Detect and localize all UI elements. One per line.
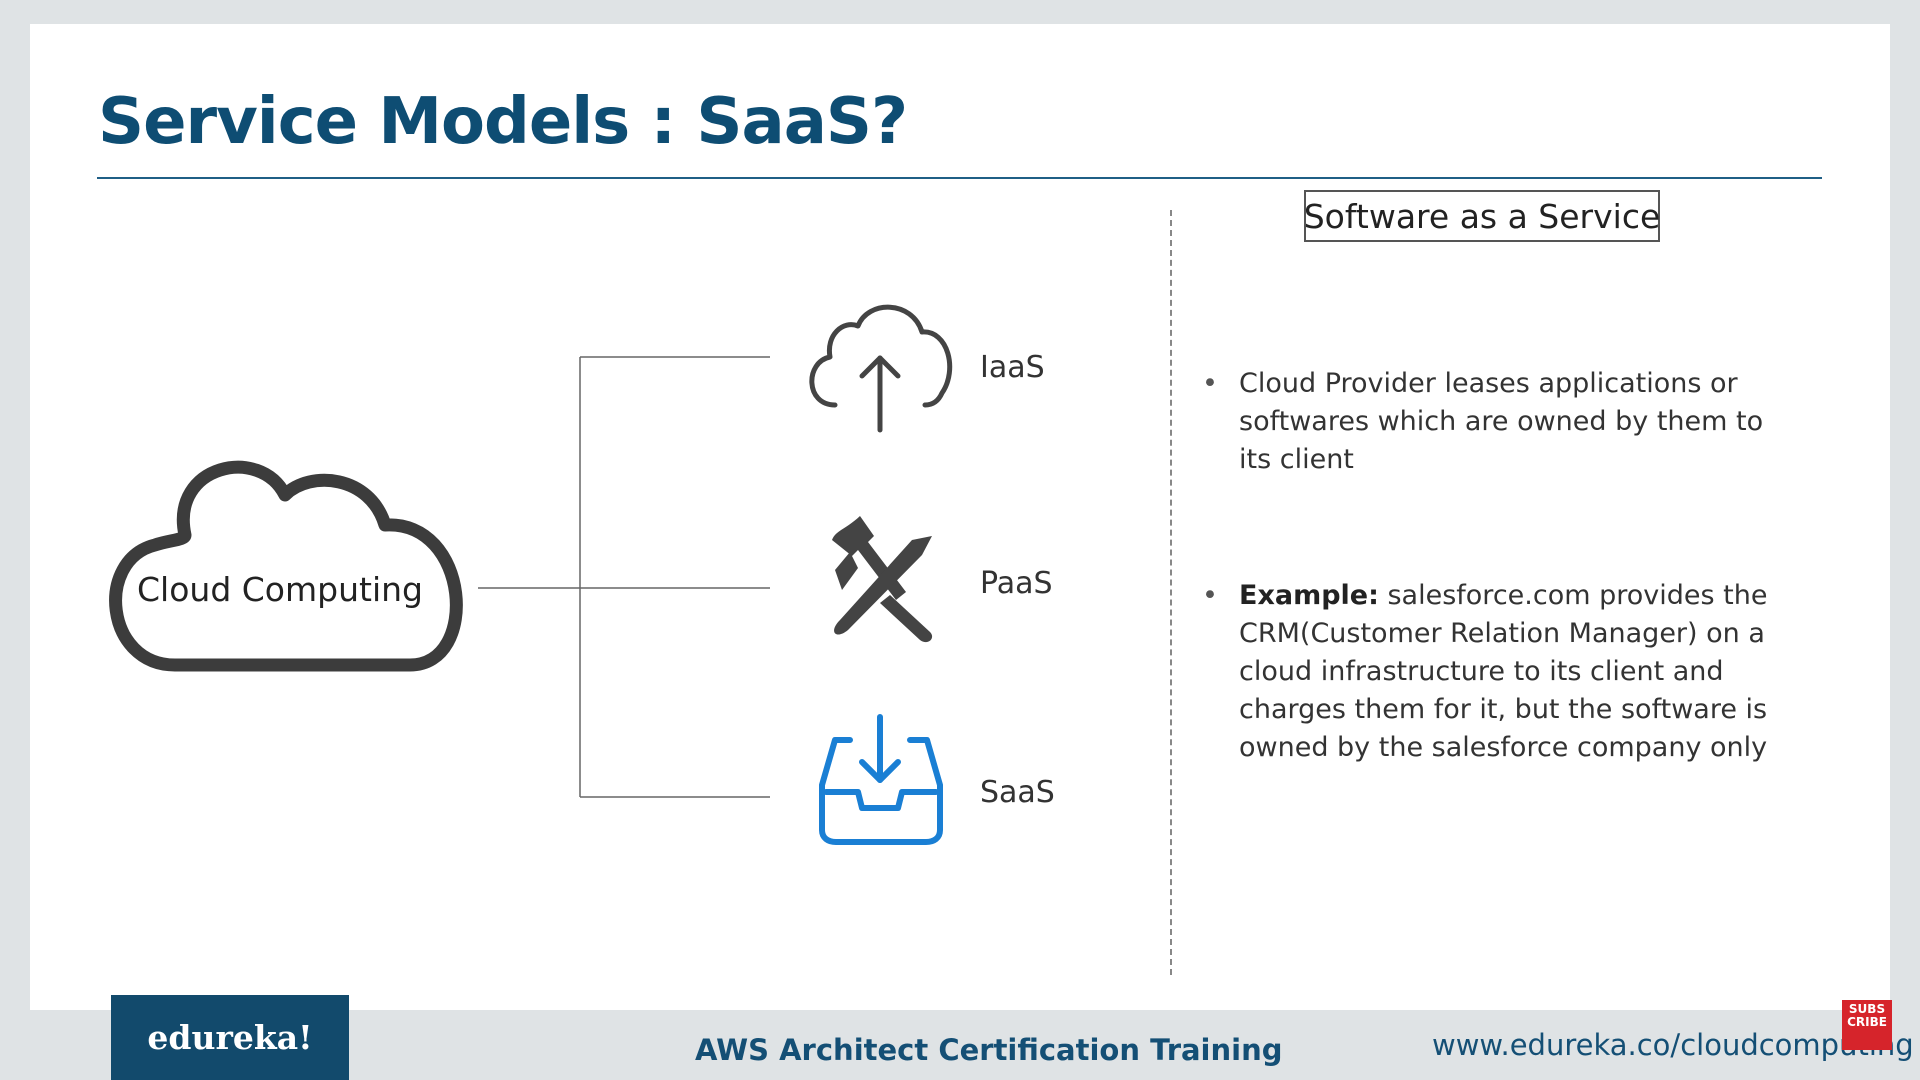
bullet-text: salesforce.com provides the CRM(Customer… xyxy=(1239,580,1768,763)
tools-icon xyxy=(832,516,933,643)
bullet-bold: Example: xyxy=(1239,580,1379,611)
slide xyxy=(30,24,1890,1010)
connector-lines xyxy=(478,356,770,798)
bullet-item: Cloud Provider leases applications or so… xyxy=(1202,365,1802,479)
footer-url: www.edureka.co/cloudcomputing xyxy=(1432,1028,1914,1062)
slide-title: Service Models : SaaS? xyxy=(98,85,908,159)
bullet-list: Cloud Provider leases applications or so… xyxy=(1202,365,1802,767)
vertical-divider xyxy=(1170,210,1172,975)
paas-label: PaaS xyxy=(980,566,1053,601)
course-title: AWS Architect Certification Training xyxy=(695,1033,1283,1067)
cloud-computing-shape xyxy=(109,460,463,672)
bullet-text: Cloud Provider leases applications or so… xyxy=(1239,368,1764,475)
inbox-download-icon xyxy=(819,714,943,845)
cloud-upload-icon xyxy=(809,304,953,433)
title-divider xyxy=(97,177,1822,179)
subscribe-button[interactable]: SUBS CRIBE xyxy=(1842,1000,1892,1050)
edureka-logo: edureka! xyxy=(111,995,349,1080)
bullet-item: Example: salesforce.com provides the CRM… xyxy=(1202,577,1802,767)
cloud-computing-label: Cloud Computing xyxy=(137,570,423,609)
service-heading-box: Software as a Service xyxy=(1304,190,1660,242)
saas-label: SaaS xyxy=(980,775,1055,810)
iaas-label: IaaS xyxy=(980,350,1045,385)
